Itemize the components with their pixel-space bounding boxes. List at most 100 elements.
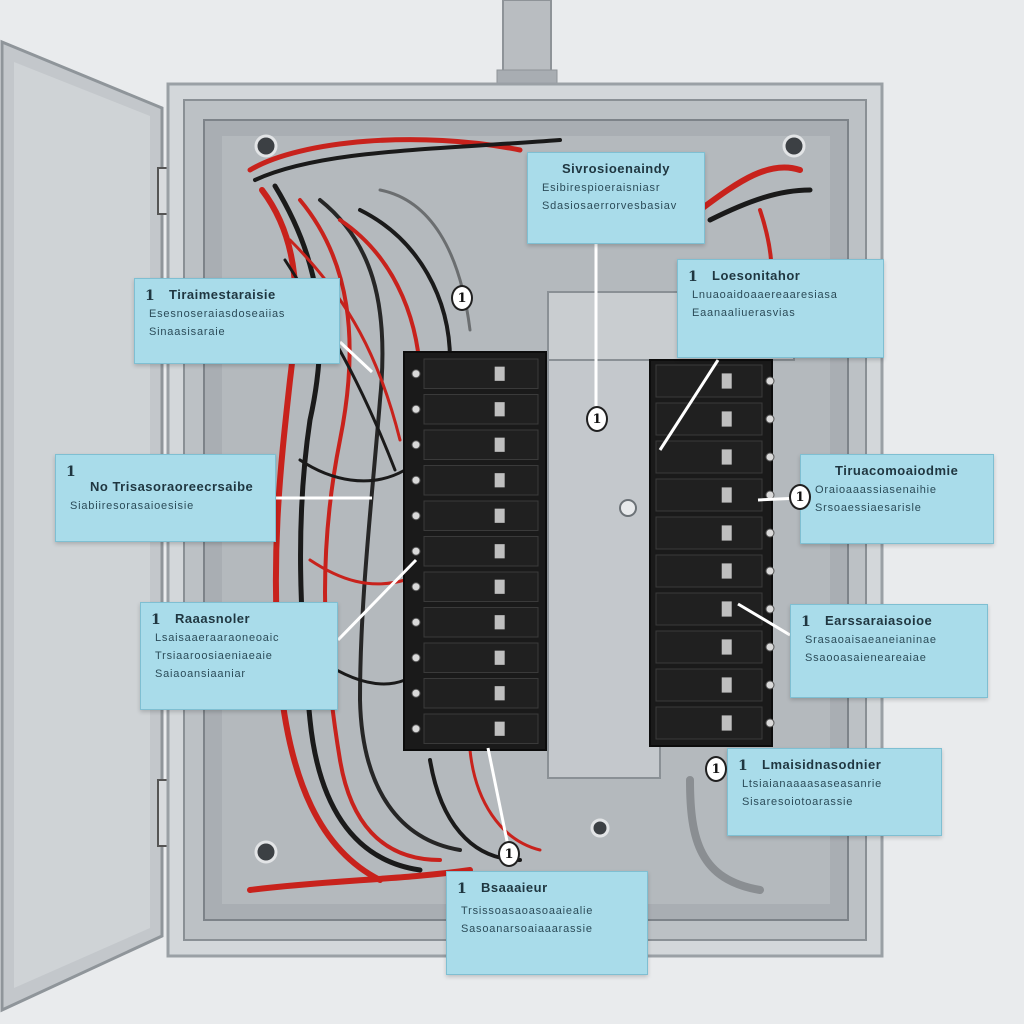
callout-title: Tiraimestaraisie [169,287,276,302]
breaker-toggle [721,449,732,465]
callout-text: Lsaisaaeraaraoneoaic [155,632,280,644]
breaker-toggle [721,639,732,655]
terminal-screw [411,724,421,734]
circuit-breaker [655,554,763,588]
callout-text: Sdasiosaerrorvesbasiav [542,200,677,212]
callout-top-center: Sivrosioenaindy Esibirespioeraisniasr Sd… [527,152,705,244]
callout-mid-right: Tiruacomoaiodmie Oraioaaassiasenaihie Sr… [800,454,994,544]
callout-title: Tiruacomoaiodmie [835,463,959,478]
marker-bottom-right: 1 [705,756,727,782]
marker-center-plate: 1 [586,406,608,432]
wiring-bundle [247,137,813,894]
callout-text: Sinaasisaraie [149,326,226,338]
breaker-toggle [494,686,505,701]
terminal-screw [411,475,421,485]
callout-title: Lmaisidnasodnier [762,757,882,772]
breaker-toggle [721,601,732,617]
callout-text: Trsiaaroosiaeniaeaie [155,650,273,662]
dead-front-plate [547,291,661,779]
circuit-breaker [655,516,763,550]
callout-title: Raaasnoler [175,611,251,626]
callout-text: Ssaooasaieneareaiae [805,652,927,664]
callout-number: 1 [801,614,811,630]
circuit-breaker [423,465,539,496]
leader-lines [276,244,801,847]
terminal-screw [411,617,421,627]
marker-bottom-center: 1 [498,841,520,867]
terminal-screw [765,414,775,424]
callout-number: 1 [145,288,155,304]
circuit-breaker [423,429,539,460]
breaker-toggle [721,715,732,731]
terminal-screw [765,452,775,462]
terminal-screw [411,404,421,414]
callout-text: Ltsiaianaaaasaseasanrie [742,778,883,790]
terminal-screw [411,582,421,592]
circuit-breaker [655,668,763,702]
callout-text: Esibirespioeraisniasr [542,182,661,194]
breaker-toggle [721,525,732,541]
callout-text: Eaanaaliuerasvias [692,307,796,319]
marker-top-wire: 1 [451,285,473,311]
callout-text: Trsissoasaoasoaaiealie [461,905,594,917]
terminal-screw [411,546,421,556]
callout-title: Earssaraiasoioe [825,613,933,628]
circuit-breaker [423,536,539,567]
marker-right-breakers: 1 [789,484,811,510]
circuit-breaker [423,713,539,744]
circuit-breaker [655,478,763,512]
terminal-screw [765,528,775,538]
circuit-breaker [423,358,539,389]
breaker-toggle [721,373,732,389]
callout-upper-left: 1 Tiraimestaraisie Esesnoseraiasdoseaiia… [134,278,340,364]
callout-text: Esesnoseraiasdoseaiias [149,308,286,320]
terminal-screw [765,680,775,690]
callout-mid-left: 1 No Trisasoraoreecrsaibe Siabiiresorasa… [55,454,276,542]
callout-text: Srasaoaisaeaneianinae [805,634,937,646]
breaker-toggle [494,366,505,381]
callout-bottom-center: 1 Bsaaaieur Trsissoasaoasoaaiealie Sasoa… [446,871,648,975]
callout-title: Sivrosioenaindy [562,161,670,176]
circuit-breaker [423,607,539,638]
callout-title: Bsaaaieur [481,880,548,895]
breaker-toggle [721,563,732,579]
breaker-toggle [494,544,505,559]
circuit-breaker [423,571,539,602]
circuit-breaker [423,394,539,425]
callout-text: Siabiiresorasaioesisie [70,500,194,512]
breaker-toggle [494,579,505,594]
terminal-screw [411,688,421,698]
callout-text: Srsoaessiaesarisle [815,502,922,514]
callout-title: Loesonitahor [712,268,801,283]
callout-lower-right: 1 Earssaraiasoioe Srasaoaisaeaneianinae … [790,604,988,698]
terminal-screw [765,566,775,576]
callout-number: 1 [457,881,467,897]
circuit-breaker [423,500,539,531]
breaker-toggle [721,677,732,693]
circuit-breaker [655,630,763,664]
circuit-breaker [655,706,763,740]
terminal-screw [411,653,421,663]
terminal-screw [765,376,775,386]
callout-text: Saiaoansiaaniar [155,668,246,680]
callout-text: Sisaresoiotoarassie [742,796,854,808]
breaker-toggle [494,508,505,523]
circuit-breaker [423,642,539,673]
breaker-toggle [494,402,505,417]
breaker-toggle [494,721,505,736]
callout-text: Oraioaaassiasenaihie [815,484,937,496]
callout-text: Sasoanarsoaiaaarassie [461,923,593,935]
breaker-toggle [494,473,505,488]
terminal-screw [765,718,775,728]
breaker-toggle [494,437,505,452]
callout-title: No Trisasoraoreecrsaibe [90,479,254,494]
terminal-screw [411,369,421,379]
breaker-toggle [494,615,505,630]
callout-number: 1 [66,464,76,480]
terminal-screw [411,511,421,521]
callout-number: 1 [151,612,161,628]
circuit-breaker [655,364,763,398]
terminal-screw [765,604,775,614]
callout-bottom-right: 1 Lmaisidnasodnier Ltsiaianaaaasaseasanr… [727,748,942,836]
callout-lower-left: 1 Raaasnoler Lsaisaaeraaraoneoaic Trsiaa… [140,602,338,710]
